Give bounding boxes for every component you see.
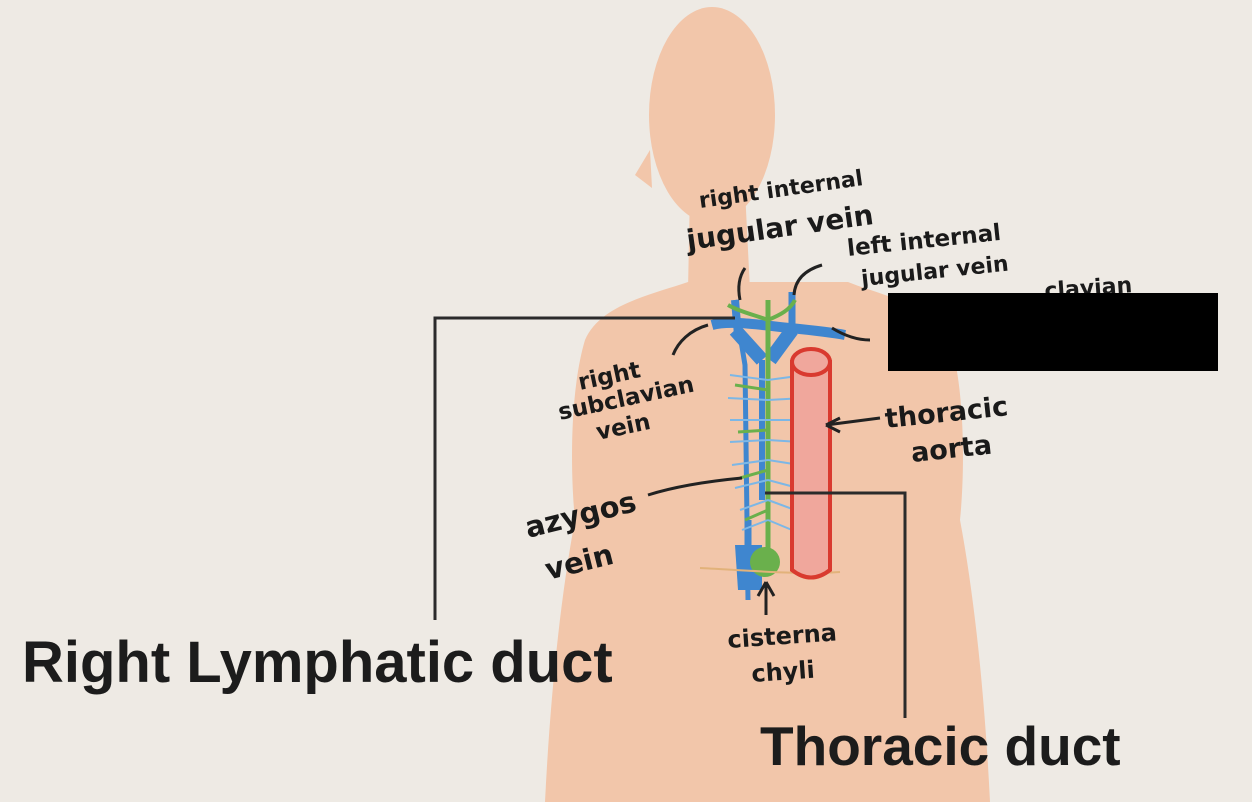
leader-thoracic-aorta <box>825 416 881 427</box>
label-cisterna-2: chyli <box>750 656 815 688</box>
label-thoracic-duct: Thoracic duct <box>760 715 1121 777</box>
bracket-right-lymphatic-duct <box>433 316 735 620</box>
leader-left-ij <box>792 263 823 296</box>
cisterna-chyli-node <box>750 547 780 577</box>
label-right-lymphatic-duct: Right Lymphatic duct <box>22 630 613 695</box>
leader-azygos <box>647 476 743 497</box>
redaction-box <box>888 293 1218 371</box>
leader-lines <box>647 263 881 615</box>
lymphatic-system <box>699 299 841 577</box>
leader-right-ij <box>737 267 747 301</box>
bracket-thoracic-duct <box>765 491 907 718</box>
nose <box>635 150 652 188</box>
arrow-thoracic-aorta <box>825 416 841 434</box>
venous-system <box>710 292 846 601</box>
thoracic-aorta-shape <box>790 347 832 580</box>
leader-left-subclavian <box>831 326 871 342</box>
leader-right-subclavian <box>671 323 709 356</box>
neck <box>688 190 750 290</box>
bracket-lines <box>433 316 907 718</box>
arrow-cisterna <box>756 581 776 615</box>
head <box>649 7 775 223</box>
